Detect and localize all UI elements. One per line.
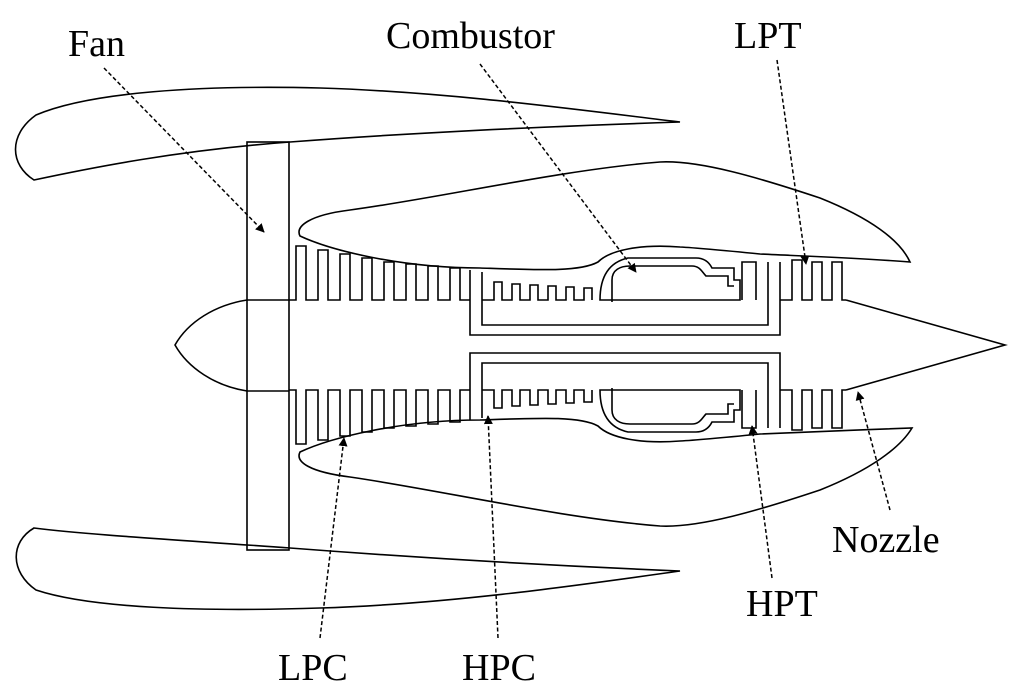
nozzle-leader (855, 391, 891, 511)
hpc-label: HPC (462, 647, 536, 689)
combustor-label: Combustor (386, 15, 555, 57)
shaft-upper (469, 262, 781, 336)
fan-leader (103, 67, 265, 233)
hpc-stages-upper (482, 281, 593, 301)
nozzle-plug (845, 299, 1008, 391)
lpt-stages-upper (780, 259, 846, 301)
lpc-label: LPC (278, 647, 348, 689)
hpc-leader (483, 415, 499, 639)
fan-blade (246, 141, 290, 551)
hpt-leader (748, 425, 773, 579)
spinner (174, 299, 248, 392)
combustor-can-lower (599, 389, 741, 433)
lpc-stages-upper (289, 245, 470, 301)
shaft-inner-upper (481, 262, 769, 326)
hpt-stage-lower (741, 390, 757, 429)
nozzle-label: Nozzle (832, 519, 940, 561)
lpt-leader (776, 59, 810, 265)
lpt-stages-lower (780, 389, 846, 431)
nacelle-upper (14, 86, 681, 181)
lpc-stages-lower (289, 389, 470, 445)
core-cowl-upper (298, 161, 912, 271)
combustor-can-upper (599, 257, 741, 301)
fan-label: Fan (68, 23, 125, 65)
hpc-stages-lower (482, 389, 593, 409)
nacelle-lower (15, 527, 681, 611)
hpt-stage-upper (741, 261, 757, 300)
core-cowl-lower (298, 417, 914, 527)
lpt-label: LPT (734, 15, 802, 57)
combustor-leader (479, 63, 637, 273)
hpt-label: HPT (746, 583, 818, 625)
lpc-leader (319, 437, 348, 639)
combustor-inner-upper (611, 265, 734, 302)
combustor-inner-lower (611, 388, 734, 425)
